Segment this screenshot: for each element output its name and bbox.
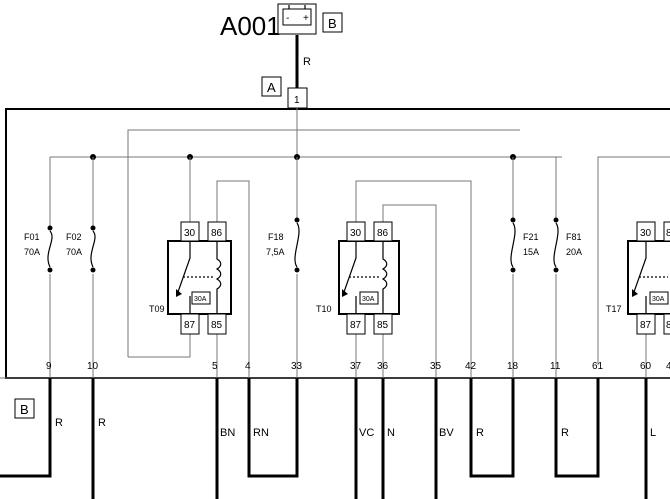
fuse-f18-symbol	[293, 217, 301, 274]
relay-pin-label: 30	[350, 228, 362, 239]
relay-pin-label: 86	[377, 228, 389, 239]
bottom-pin-label: 60	[640, 361, 652, 372]
relay-rating-box	[649, 291, 669, 305]
bottom-pin-label: 33	[291, 361, 303, 372]
relay-pin-label: 85	[377, 320, 389, 331]
bottom-pin-label: 35	[430, 361, 442, 372]
relay-pin-label: 87	[640, 320, 652, 331]
relay-label: T17	[606, 304, 622, 314]
wire-color-label: VC	[359, 427, 374, 439]
bottom-pin-label: 9	[46, 361, 52, 372]
relay-t17-switch-symbol	[632, 241, 668, 314]
loop-line	[127, 129, 520, 357]
bottom-pin-label: 4	[666, 361, 670, 372]
component-id: A001	[220, 11, 281, 41]
t17-feed-line	[597, 156, 670, 365]
fuse-rating: 15A	[523, 247, 539, 257]
bottom-connector-tag: B	[20, 402, 29, 417]
relay-rating: 30A	[194, 296, 207, 303]
fuse-label: F02	[66, 232, 82, 242]
bottom-pin-label: 11	[550, 361, 561, 372]
top-pin: 1	[294, 95, 300, 106]
wire-color-label: R	[561, 427, 569, 439]
battery-connector-box	[322, 12, 343, 33]
relay-label: T10	[316, 304, 332, 314]
relay-pin-label: 8	[666, 228, 670, 239]
top-connector-box	[261, 76, 282, 97]
top-connector-tag: A	[267, 80, 276, 95]
fuse-rating: 7,5A	[266, 247, 285, 257]
relay-pin-box	[663, 221, 670, 242]
relay-t10-switch-symbol	[342, 241, 388, 314]
wire-color-label: N	[387, 427, 395, 439]
wire-color-label: R	[476, 427, 484, 439]
battery-connector-tag: B	[328, 16, 337, 31]
relay-pin-label: 8	[666, 320, 670, 331]
output-wire	[0, 378, 52, 478]
output-wire-loop	[469, 378, 515, 478]
relay-pin-label: 87	[350, 320, 362, 331]
relay-pin-label: 85	[211, 320, 223, 331]
fuse-label: F81	[566, 232, 582, 242]
wire-color-label: R	[55, 417, 63, 429]
bottom-pin-label: 18	[507, 361, 519, 372]
fuse-label: F01	[24, 232, 40, 242]
top-wire-color: R	[303, 56, 311, 68]
relay-pin-label: 86	[211, 228, 223, 239]
bottom-pin-label: 5	[212, 361, 218, 372]
fuse-f02-symbol	[89, 225, 97, 274]
relay-label: T09	[149, 304, 165, 314]
bottom-pin-label: 4	[245, 361, 251, 372]
fuse-f21-symbol	[509, 217, 517, 274]
output-wire-loop	[554, 378, 600, 478]
bottom-pin-label: 42	[465, 361, 477, 372]
relay-t09-switch-symbol	[176, 241, 222, 314]
bottom-pin-label: 37	[350, 361, 362, 372]
relay-rating-box	[191, 291, 211, 305]
relay-pin-box	[663, 313, 670, 335]
relay-pin-label: 30	[184, 228, 196, 239]
fuse-rating: 70A	[66, 247, 82, 257]
output-wire-loop	[247, 378, 299, 478]
fuse-rating: 70A	[24, 247, 40, 257]
wire-color-label: L	[650, 427, 656, 439]
fuse-label: F21	[523, 232, 539, 242]
fuse-f81-symbol	[552, 217, 560, 274]
battery-plus-label: +	[303, 13, 309, 24]
bottom-pin-label: 61	[592, 361, 604, 372]
wire-color-label: R	[98, 417, 106, 429]
relay-rating: 30A	[362, 296, 375, 303]
wire-color-label: BV	[439, 427, 454, 439]
relay-pin-label: 30	[640, 228, 652, 239]
relay-rating-box	[359, 291, 379, 305]
battery-minus-label: -	[286, 13, 289, 24]
bottom-pin-label: 36	[377, 361, 389, 372]
bottom-pin-label: 10	[87, 361, 99, 372]
wire-color-label: RN	[253, 427, 269, 439]
fuse-f01-symbol	[46, 225, 54, 274]
battery-icon	[277, 3, 317, 35]
relay-rating: 30A	[652, 296, 665, 303]
wire-color-label: BN	[220, 427, 235, 439]
bottom-connector-box	[14, 398, 35, 419]
fuse-label: F18	[268, 232, 284, 242]
relay-pin-label: 87	[184, 320, 196, 331]
fuse-rating: 20A	[566, 247, 582, 257]
